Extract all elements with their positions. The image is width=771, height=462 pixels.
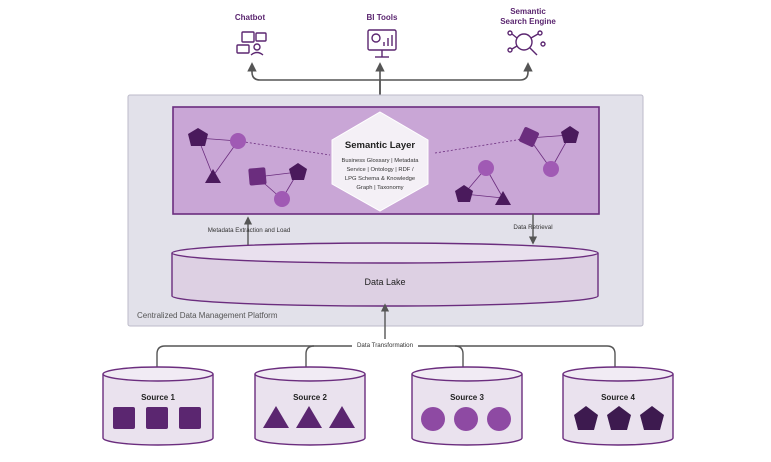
data-lake-label: Data Lake [364, 277, 405, 287]
source-4-pentagon-icon [574, 406, 598, 430]
graph-node-triangle [205, 169, 221, 183]
graph-node-pentagon [455, 185, 473, 202]
consumer-label-semantic-search-line1: Semantic [510, 7, 546, 16]
graph-node-square [519, 127, 539, 147]
source-1-square-icon [113, 407, 135, 429]
source-2-label: Source 2 [293, 393, 327, 402]
graph-node-circle [543, 161, 559, 177]
consumer-label-bi-tools: BI Tools [367, 13, 399, 22]
source-3-circle-icon [421, 407, 445, 431]
semantic-search-icon [507, 30, 546, 56]
graph-node-circle [274, 191, 290, 207]
graph-node-pentagon [561, 126, 579, 143]
source-1-square-icon [146, 407, 168, 429]
source-4-cylinder [562, 366, 674, 446]
consumer-label-chatbot: Chatbot [235, 13, 266, 22]
consumer-label-semantic-search-line2: Search Engine [500, 17, 556, 26]
metadata-extraction-label: Metadata Extraction and Load [208, 227, 291, 234]
source-2-triangle-icon [296, 406, 322, 428]
platform-label: Centralized Data Management Platform [137, 311, 278, 320]
graph-node-pentagon [289, 163, 307, 180]
data-transformation-label-bg [352, 339, 418, 350]
semantic-layer-desc-line4: Graph | Taxonomy [356, 185, 403, 191]
graph-node-circle [478, 160, 494, 176]
source-4-pentagon-icon [640, 406, 664, 430]
source-3-cylinder [411, 366, 523, 446]
bi-dashboard-icon [367, 29, 397, 58]
right-knowledge-graph [434, 126, 579, 205]
left-knowledge-graph [188, 128, 331, 207]
source-4-label: Source 4 [601, 393, 635, 402]
source-1-cylinder [102, 366, 214, 446]
source-2-triangle-icon [263, 406, 289, 428]
graph-node-circle [230, 133, 246, 149]
semantic-layer-desc-line3: LPG Schema & Knowledge [345, 176, 415, 182]
source-2-cylinder [254, 366, 366, 446]
source-3-label: Source 3 [450, 393, 484, 402]
semantic-layer-hexagon [331, 111, 429, 212]
data-transformation-label: Data Transformation [357, 342, 414, 349]
semantic-layer-title: Semantic Layer [345, 140, 416, 151]
semantic-layer-desc-line1: Business Glossary | Metadata [342, 158, 420, 164]
semantic-layer-desc-line2: Service | Ontology | RDF / [346, 167, 414, 173]
source-1-square-icon [179, 407, 201, 429]
data-retrieval-label: Data Retrieval [513, 224, 552, 231]
chatbot-icon [236, 31, 267, 56]
source-1-label: Source 1 [141, 393, 175, 402]
source-4-pentagon-icon [607, 406, 631, 430]
graph-node-triangle [495, 191, 511, 205]
source-3-circle-icon [487, 407, 511, 431]
graph-node-pentagon [188, 128, 208, 146]
source-3-circle-icon [454, 407, 478, 431]
graph-node-square [248, 167, 267, 186]
data-lake-cylinder [171, 242, 599, 307]
source-2-triangle-icon [329, 406, 355, 428]
